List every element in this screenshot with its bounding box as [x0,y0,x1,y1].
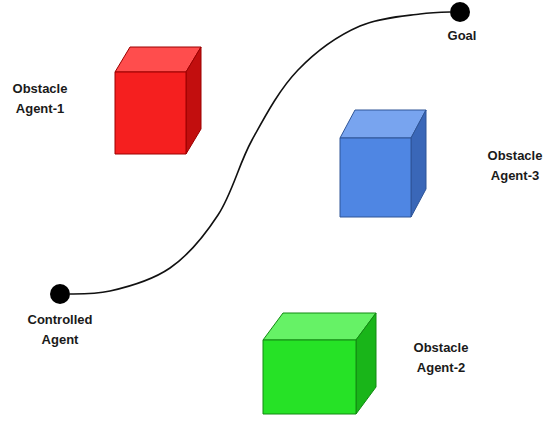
cube-side-face [411,110,426,217]
node-label: Goal [432,26,492,46]
cube-side-face [186,47,201,154]
node-label: Obstacle Agent-3 [475,146,554,186]
obstacle-cube: Obstacle Agent-1 [115,47,201,154]
cube-shape [340,110,426,217]
obstacle-cube: Obstacle Agent-3 [340,110,426,217]
agent-point: Controlled Agent [50,284,70,304]
cube-front-face [115,72,186,154]
node-label: Controlled Agent [20,310,100,350]
trajectory-path [70,12,450,294]
goal-point: Goal [450,2,470,22]
cube-side-face [356,313,376,414]
node-label: Obstacle Agent-1 [0,79,80,119]
cube-front-face [340,138,411,217]
node-label: Obstacle Agent-2 [401,338,481,378]
cube-front-face [263,340,356,414]
obstacle-cube: Obstacle Agent-2 [263,313,376,414]
cube-shape [263,313,376,414]
cube-shape [115,47,201,154]
